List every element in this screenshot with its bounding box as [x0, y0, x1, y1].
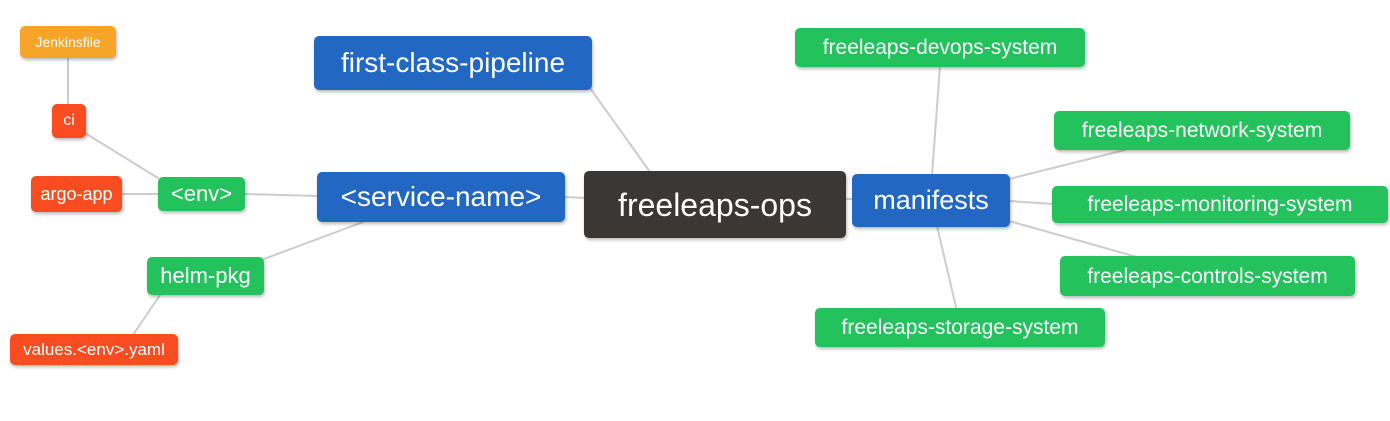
edge-manifests-controls-system [1008, 220, 1138, 258]
node-freeleaps-devops-system[interactable]: freeleaps-devops-system [795, 28, 1085, 67]
node-values-env-yaml[interactable]: values.<env>.yaml [10, 334, 178, 365]
edge-values-env-yaml-helm-pkg [132, 294, 161, 336]
edge-env-service-name [244, 193, 318, 197]
node-env[interactable]: <env> [158, 177, 245, 211]
edge-service-name-root [564, 196, 586, 199]
node-freeleaps-network-system[interactable]: freeleaps-network-system [1054, 111, 1350, 150]
edge-manifests-storage-system [936, 225, 957, 308]
edge-manifests-monitoring-system [1008, 200, 1054, 205]
node-manifests[interactable]: manifests [852, 174, 1010, 227]
node-freeleaps-controls-system[interactable]: freeleaps-controls-system [1060, 256, 1355, 296]
node-freeleaps-storage-system[interactable]: freeleaps-storage-system [815, 308, 1105, 347]
node-jenkinsfile[interactable]: Jenkinsfile [20, 26, 116, 58]
node-service-name[interactable]: <service-name> [317, 172, 565, 222]
node-helm-pkg[interactable]: helm-pkg [147, 257, 264, 295]
node-ci[interactable]: ci [52, 104, 86, 138]
node-root-freeleaps-ops[interactable]: freeleaps-ops [584, 171, 846, 238]
node-argo-app[interactable]: argo-app [31, 176, 122, 212]
edge-helm-pkg-service-name [263, 221, 364, 260]
node-first-class-pipeline[interactable]: first-class-pipeline [314, 36, 592, 90]
edge-manifests-devops-system [931, 65, 941, 176]
edge-first-class-pipeline-root [589, 87, 651, 173]
edge-ci-env [84, 132, 159, 179]
node-freeleaps-monitoring-system[interactable]: freeleaps-monitoring-system [1052, 186, 1388, 223]
edge-manifests-network-system [1008, 149, 1126, 180]
